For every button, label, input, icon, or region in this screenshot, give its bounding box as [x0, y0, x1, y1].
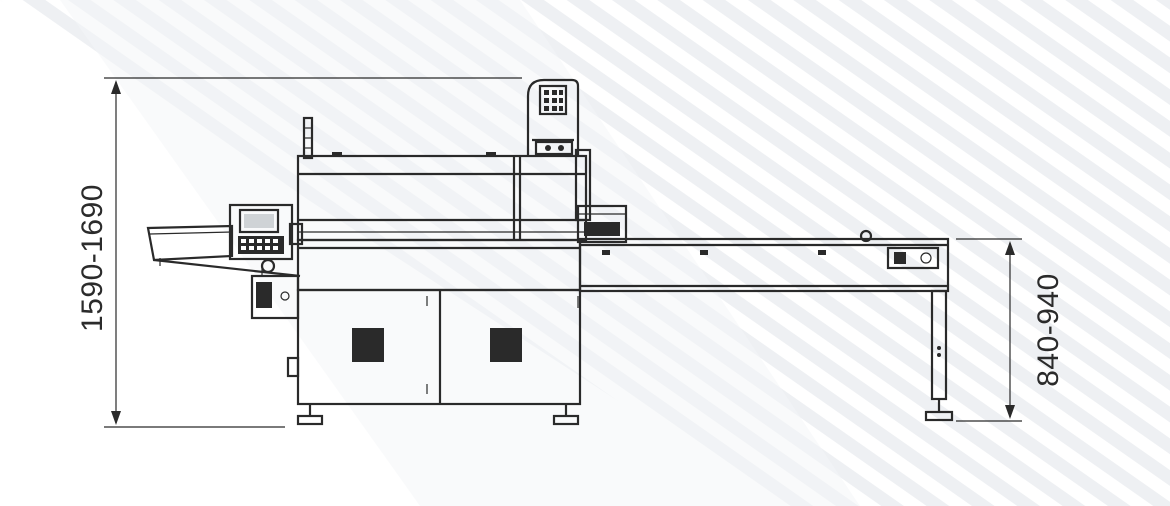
control-panel — [228, 203, 304, 261]
height-total-label: 1590-1690 — [76, 184, 109, 332]
machine — [146, 78, 954, 426]
machine-feet — [296, 404, 580, 426]
conveyor-leg — [924, 289, 954, 422]
cabinet-vent-right — [490, 328, 522, 362]
drive-unit — [250, 258, 300, 378]
dimension-height-total: 1590-1690 — [76, 77, 522, 428]
sealing-head — [526, 78, 592, 222]
infeed-tray — [146, 224, 301, 278]
height-table-label: 840-940 — [1032, 273, 1065, 387]
upper-hood — [296, 152, 588, 242]
signal-mast — [302, 116, 314, 160]
outfeed-box — [576, 204, 628, 244]
cabinet-vent-left — [352, 328, 384, 362]
dimension-height-table: 840-940 — [956, 238, 1065, 422]
background-light-band — [60, 0, 860, 506]
outfeed-conveyor — [578, 229, 950, 293]
